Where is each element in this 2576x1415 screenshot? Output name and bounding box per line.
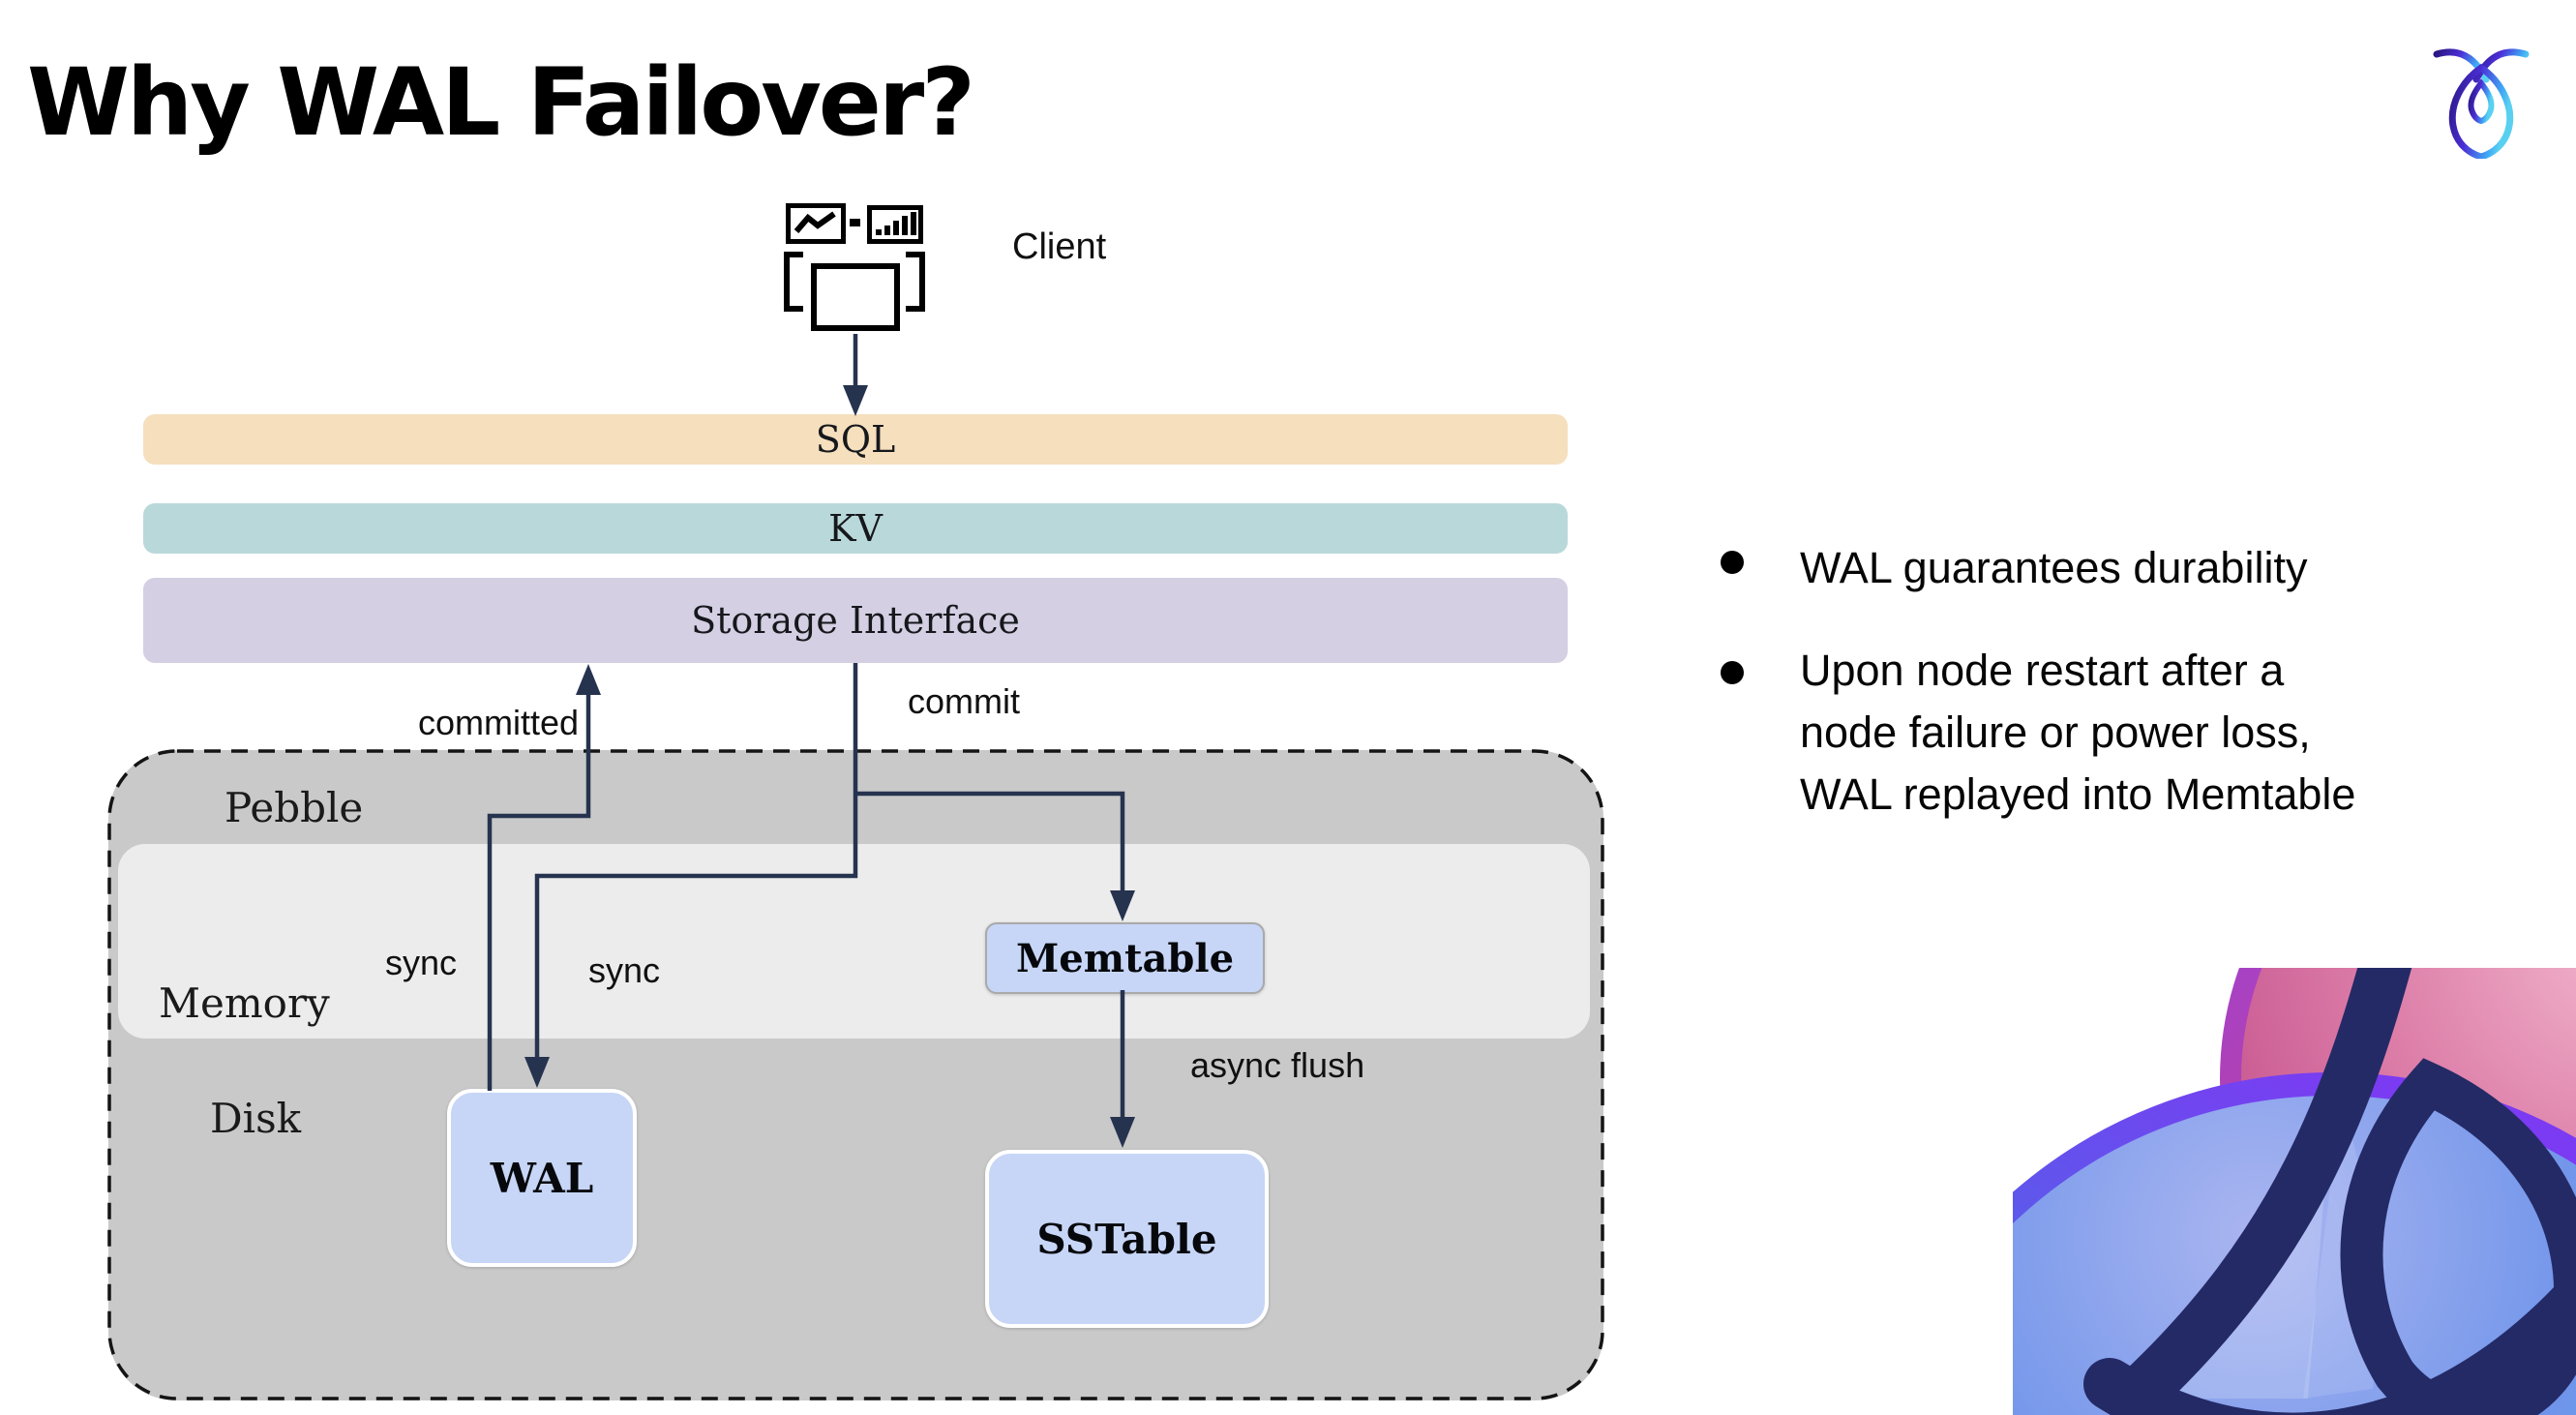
pebble-label: Pebble — [225, 784, 364, 831]
async-flush-edge-label: async flush — [1190, 1045, 1365, 1085]
client-label: Client — [1012, 226, 1107, 267]
bullet-text: Upon node restart after a node failure o… — [1800, 646, 2356, 819]
sync-right-edge-label: sync — [587, 950, 661, 990]
memtable-node: Memtable — [985, 922, 1265, 994]
brand-decoration-art — [2013, 968, 2576, 1415]
sync-left-edge-label: sync — [384, 943, 458, 982]
memory-region — [118, 844, 1590, 1039]
sstable-node-label: SSTable — [1036, 1215, 1217, 1263]
roach-glyph-leaf — [2340, 1058, 2576, 1415]
bar-chart-icon — [867, 205, 923, 244]
sql-layer-bar: SQL — [143, 414, 1568, 465]
committed-edge-label: committed — [417, 703, 579, 742]
doc-line — [832, 298, 886, 305]
bullet-dot — [1721, 551, 1744, 574]
commit-edge-label: commit — [908, 681, 1020, 721]
roach-glyph-stroke — [2112, 968, 2412, 1415]
storage-interface-label: Storage Interface — [691, 599, 1020, 642]
sstable-node: SSTable — [985, 1150, 1269, 1328]
disk-label: Disk — [210, 1095, 302, 1142]
doc-line — [832, 314, 867, 320]
brand-decoration — [2013, 968, 2576, 1415]
kv-layer-label: KV — [828, 507, 883, 550]
bracket-right-icon — [906, 252, 925, 312]
bullet-text: WAL guarantees durability — [1800, 543, 2308, 592]
memory-label: Memory — [159, 979, 330, 1027]
memtable-node-label: Memtable — [1015, 935, 1235, 981]
wal-node: WAL — [447, 1089, 637, 1267]
line-chart-icon — [786, 203, 846, 244]
wal-node-label: WAL — [490, 1154, 594, 1202]
bullet-dot — [1721, 661, 1744, 684]
cockroachdb-logo-icon — [2433, 48, 2530, 159]
dash-connector — [850, 219, 860, 226]
document-icon — [811, 263, 900, 331]
roach-glyph-stroke — [2083, 1276, 2576, 1415]
blue-sphere — [2013, 1084, 2576, 1415]
doc-line — [832, 283, 886, 289]
bullet-list: WAL guarantees durability Upon node rest… — [1698, 537, 2550, 826]
sql-layer-label: SQL — [815, 418, 896, 461]
bracket-left-icon — [784, 252, 803, 312]
page-title: Why WAL Failover? — [27, 48, 975, 157]
arrowhead-down-sql — [843, 385, 868, 416]
bullet-item: WAL guarantees durability — [1698, 537, 2550, 599]
storage-interface-layer-bar: Storage Interface — [143, 578, 1568, 663]
bullet-item: Upon node restart after a node failure o… — [1698, 640, 2550, 826]
kv-layer-bar: KV — [143, 503, 1568, 554]
arrowhead-up-storage — [576, 664, 601, 695]
